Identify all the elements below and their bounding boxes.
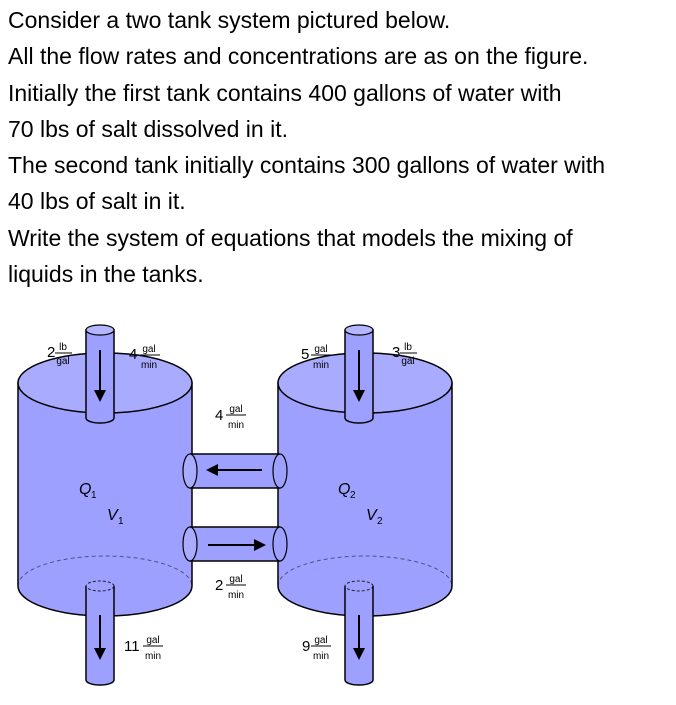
- inflow-1-concentration-label: 2 lb gal: [47, 342, 72, 367]
- outflow-2-rate-label: 9 gal min: [302, 635, 331, 662]
- pipe-tank2-to-tank1: [182, 453, 288, 489]
- svg-text:gal: gal: [142, 344, 155, 355]
- inflow-pipe-tank-2: [344, 324, 374, 424]
- tank-2-bottom-back: [277, 555, 453, 587]
- pipe-tank1-to-tank2: [182, 526, 288, 562]
- svg-text:min: min: [141, 360, 157, 371]
- svg-text:2: 2: [377, 516, 383, 527]
- tank-1-amount-label: Q 1: [79, 481, 97, 501]
- arrow-down-icon: [353, 350, 365, 402]
- problem-line: All the flow rates and concentrations ar…: [8, 43, 589, 70]
- problem-line: Consider a two tank system pictured belo…: [8, 7, 451, 33]
- outflow-pipe-tank-1: [85, 580, 115, 686]
- svg-text:2: 2: [215, 577, 223, 594]
- problem-line: Write the system of equations that model…: [8, 224, 573, 251]
- svg-text:min: min: [313, 651, 329, 662]
- svg-text:gal: gal: [401, 356, 414, 367]
- problem-statement: Consider a two tank system pictured belo…: [8, 2, 672, 292]
- svg-text:min: min: [145, 651, 161, 662]
- tank-2-volume-label: V 2: [366, 507, 383, 527]
- svg-text:1: 1: [118, 516, 124, 527]
- arrow-down-icon: [94, 615, 106, 660]
- svg-text:gal: gal: [229, 574, 242, 585]
- tank-1-volume-label: V 1: [107, 507, 124, 527]
- arrow-left-icon: [206, 464, 262, 476]
- outflow-1-rate-label: 11 gal min: [124, 635, 163, 662]
- svg-text:3: 3: [392, 344, 400, 361]
- problem-line: liquids in the tanks.: [8, 261, 204, 288]
- svg-text:min: min: [228, 590, 244, 601]
- svg-text:min: min: [228, 420, 244, 431]
- svg-text:lb: lb: [404, 342, 412, 353]
- problem-line: The second tank initially contains 300 g…: [8, 152, 606, 179]
- svg-text:gal: gal: [146, 635, 159, 646]
- svg-text:min: min: [313, 360, 329, 371]
- svg-text:5: 5: [301, 346, 309, 363]
- arrow-right-icon: [208, 539, 266, 551]
- inflow-2-concentration-label: 3 lb gal: [392, 342, 417, 367]
- pipe-1to2-rate-label: 2 gal min: [215, 574, 246, 601]
- inflow-pipe-tank-1: [85, 324, 115, 424]
- svg-text:Q: Q: [338, 481, 350, 498]
- problem-line: Initially the first tank contains 400 ga…: [8, 79, 562, 106]
- arrow-down-icon: [353, 615, 365, 660]
- outflow-pipe-tank-2: [344, 580, 374, 686]
- tank-1-bottom-back: [17, 555, 193, 587]
- problem-line: 40 lbs of salt in it.: [8, 188, 186, 215]
- tank-2-amount-label: Q 2: [338, 481, 356, 501]
- svg-text:V: V: [366, 507, 378, 524]
- svg-text:4: 4: [129, 346, 137, 363]
- inflow-1-rate-label: 4 gal min: [129, 344, 160, 371]
- svg-text:gal: gal: [229, 404, 242, 415]
- svg-text:1: 1: [91, 490, 97, 501]
- arrow-down-icon: [94, 350, 106, 402]
- svg-text:11: 11: [124, 638, 140, 655]
- pipe-2to1-rate-label: 4 gal min: [215, 404, 246, 431]
- svg-text:gal: gal: [314, 635, 327, 646]
- svg-text:lb: lb: [59, 342, 67, 353]
- svg-text:4: 4: [215, 407, 223, 424]
- svg-text:9: 9: [302, 638, 310, 655]
- svg-text:gal: gal: [314, 344, 327, 355]
- problem-line: 70 lbs of salt dissolved in it.: [8, 115, 288, 142]
- svg-text:2: 2: [47, 344, 55, 361]
- inflow-2-rate-label: 5 gal min: [301, 344, 331, 371]
- svg-text:Q: Q: [79, 481, 91, 498]
- svg-text:V: V: [107, 507, 119, 524]
- svg-text:2: 2: [350, 490, 356, 501]
- svg-text:gal: gal: [56, 356, 69, 367]
